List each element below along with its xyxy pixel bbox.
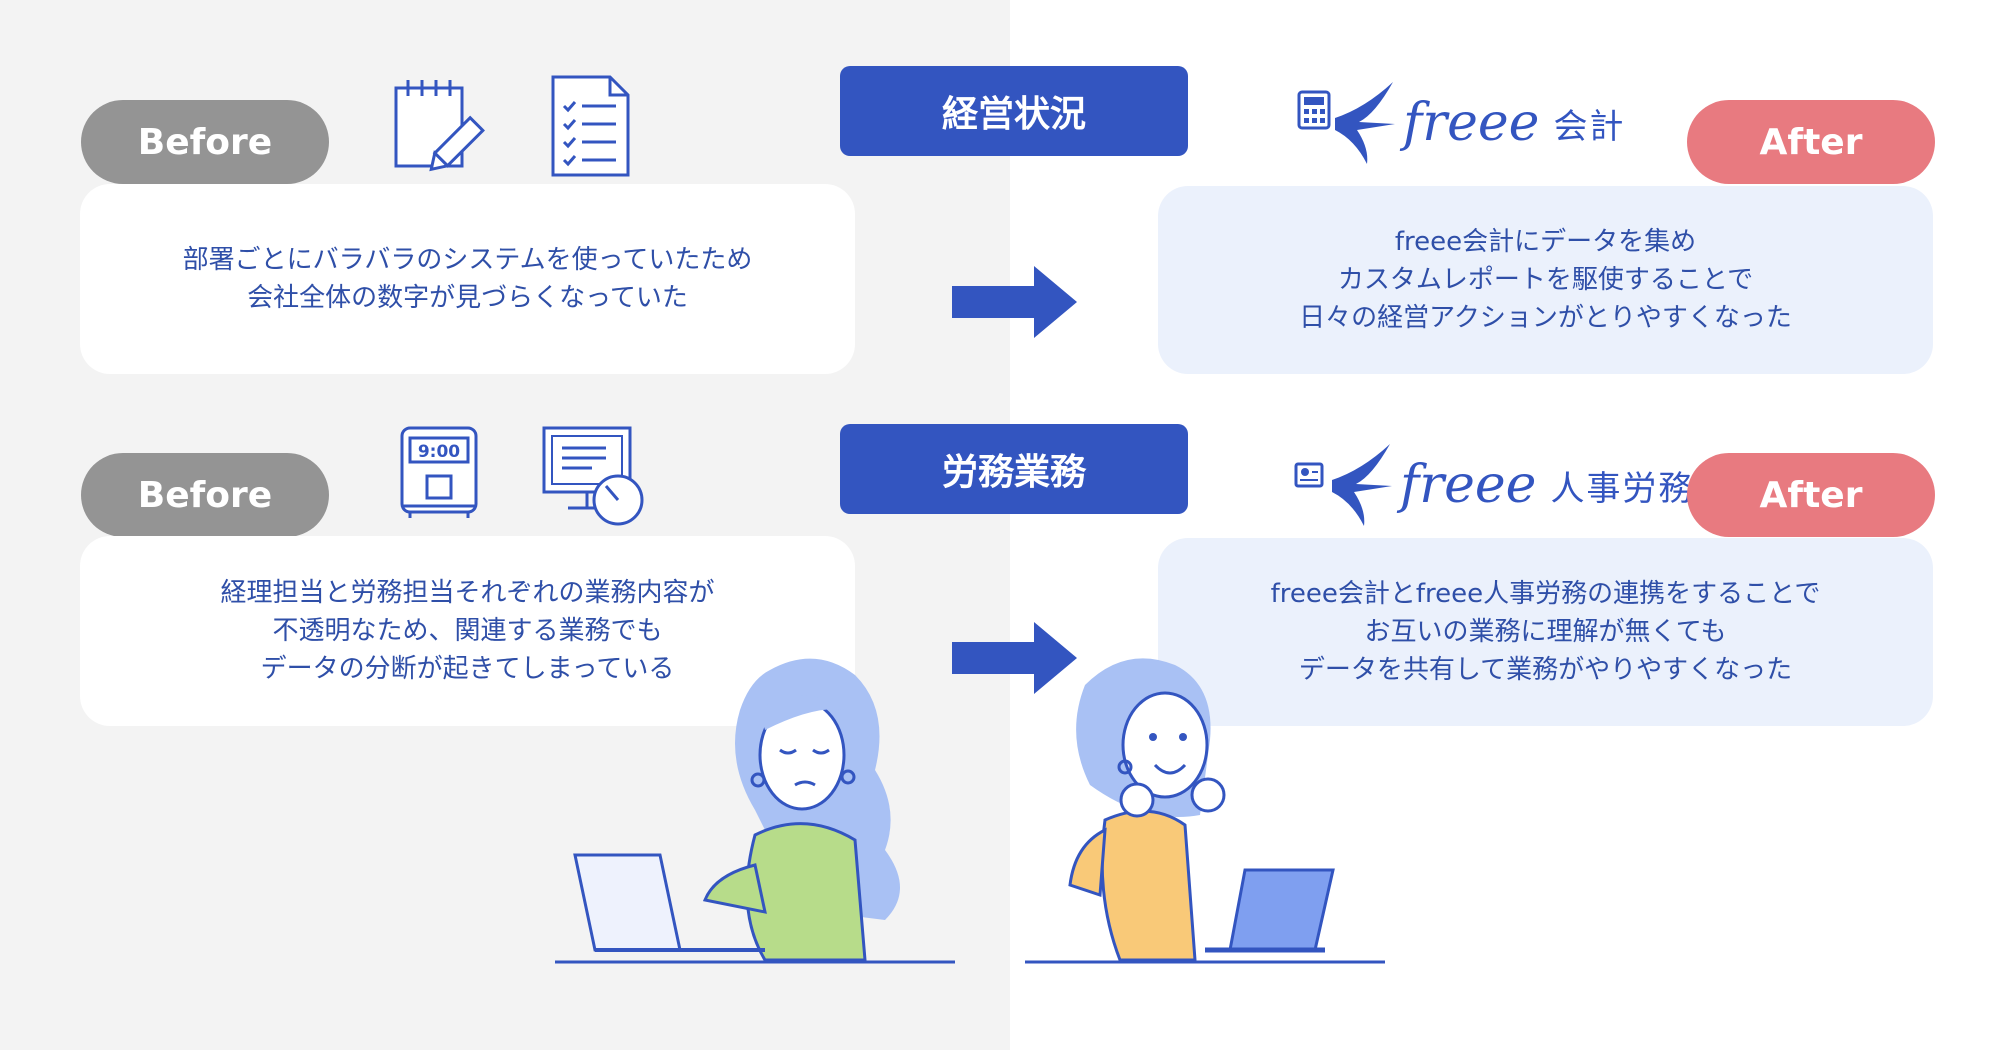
notepad-pencil-icon xyxy=(394,80,485,172)
monitor-stopwatch-icon xyxy=(542,426,644,526)
after-description-card: freee会計にデータを集め カスタムレポートを駆使することで 日々の経営アクシ… xyxy=(1158,186,1933,374)
product-name-text: 人事労務 xyxy=(1550,468,1695,509)
category-tag: 経営状況 xyxy=(840,66,1188,156)
stressed-woman-laptop-illustration xyxy=(555,658,955,964)
right-arrow-icon xyxy=(952,266,1077,338)
checklist-document-icon xyxy=(551,75,630,177)
after-label: After xyxy=(1687,100,1935,184)
calculator-swallow-icon xyxy=(1297,82,1395,164)
product-name-text: 会計 xyxy=(1553,106,1626,147)
before-description-card: 経理担当と労務担当それぞれの業務内容が 不透明なため、関連する業務でも データの… xyxy=(80,536,855,726)
happy-woman-laptop-illustration xyxy=(1025,658,1385,964)
after-description-text: freee会計とfreee人事労務の連携をすることで お互いの業務に理解が無くて… xyxy=(1270,579,1821,685)
after-description-text: freee会計にデータを集め カスタムレポートを駆使することで 日々の経営アクシ… xyxy=(1299,227,1792,333)
before-description-text: 経理担当と労務担当それぞれの業務内容が 不透明なため、関連する業務でも データの… xyxy=(220,578,715,684)
freee-accounting-logo: freee 会計 xyxy=(1295,78,1625,168)
freee-brand-text: freee xyxy=(1400,455,1537,515)
freee-hr-logo: freee 人事労務 xyxy=(1292,440,1694,530)
id-card-swallow-icon xyxy=(1294,444,1392,526)
before-label: Before xyxy=(81,453,329,537)
time-display-text: 9:00 xyxy=(418,442,460,462)
freee-brand-text: freee xyxy=(1403,93,1540,153)
category-tag: 労務業務 xyxy=(840,424,1188,514)
time-clock-icon: 9:00 xyxy=(400,426,478,518)
after-description-card: freee会計とfreee人事労務の連携をすることで お互いの業務に理解が無くて… xyxy=(1158,538,1933,726)
after-label: After xyxy=(1687,453,1935,537)
before-description-card: 部署ごとにバラバラのシステムを使っていたため 会社全体の数字が見づらくなっていた xyxy=(80,184,855,374)
right-arrow-icon xyxy=(952,622,1077,694)
before-label: Before xyxy=(81,100,329,184)
before-description-text: 部署ごとにバラバラのシステムを使っていたため 会社全体の数字が見づらくなっていた xyxy=(182,245,753,313)
